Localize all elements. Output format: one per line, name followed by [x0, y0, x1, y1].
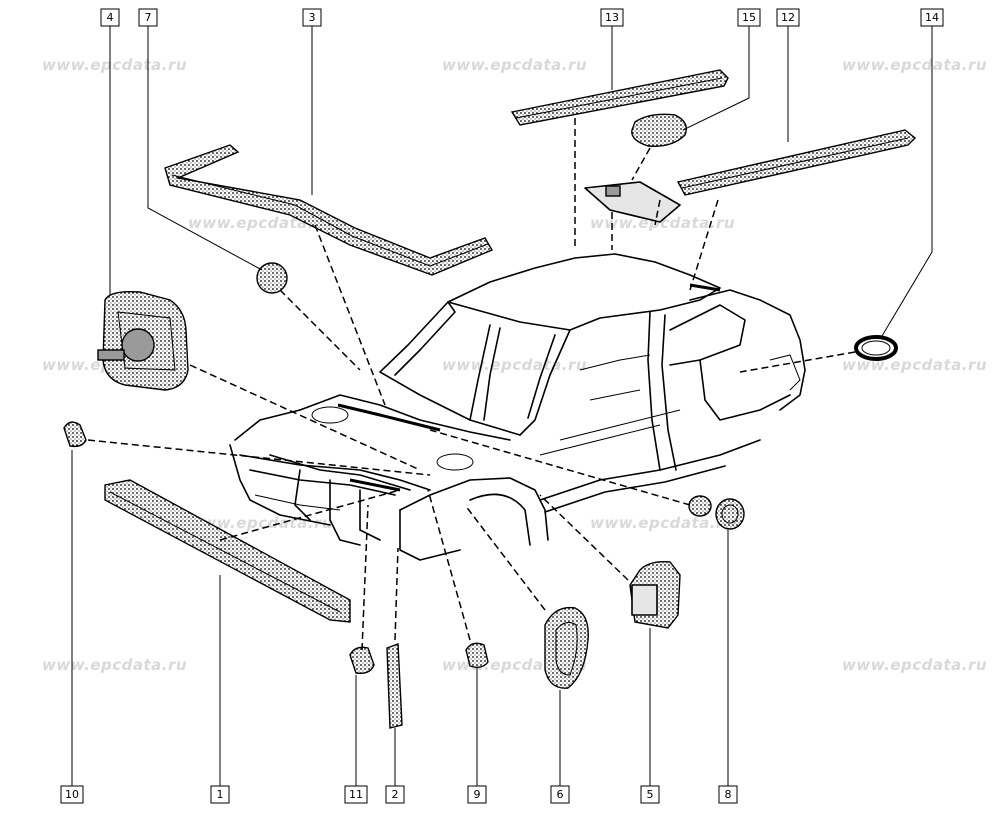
callout-11[interactable]: 11	[344, 785, 368, 804]
callout-3[interactable]: 3	[302, 8, 322, 27]
part-9-clip	[465, 642, 489, 669]
callout-label: 10	[65, 788, 79, 801]
part-8-grommets	[688, 495, 745, 530]
part-3-rail	[164, 144, 494, 276]
callout-2[interactable]: 2	[385, 785, 405, 804]
part-14-ring	[854, 335, 898, 361]
watermark: www.epcdata.ru	[590, 514, 735, 532]
part-13-roof-rail	[510, 69, 729, 126]
callout-15[interactable]: 15	[737, 8, 761, 27]
callout-8[interactable]: 8	[718, 785, 738, 804]
callout-6[interactable]: 6	[550, 785, 570, 804]
callout-label: 6	[557, 788, 564, 801]
callout-label: 1	[217, 788, 224, 801]
callout-label: 13	[605, 11, 619, 24]
watermark: www.epcdata.ru	[590, 214, 735, 232]
callout-label: 3	[309, 11, 316, 24]
watermarks: www.epcdata.ru www.epcdata.ru www.epcdat…	[42, 56, 987, 674]
watermark: www.epcdata.ru	[42, 656, 187, 674]
callout-12[interactable]: 12	[776, 8, 800, 27]
part-15-pad	[631, 113, 687, 147]
callout-4[interactable]: 4	[100, 8, 120, 27]
callout-label: 15	[742, 11, 756, 24]
watermark: www.epcdata.ru	[842, 656, 987, 674]
part-12-roof-rail	[676, 129, 917, 196]
callout-label: 5	[647, 788, 654, 801]
callout-14[interactable]: 14	[920, 8, 944, 27]
part-4-panel	[97, 290, 189, 391]
part-10-clip	[63, 421, 87, 448]
assembly-lines	[87, 118, 856, 651]
callout-9[interactable]: 9	[467, 785, 487, 804]
roof-bracket	[584, 181, 681, 223]
callout-10[interactable]: 10	[60, 785, 84, 804]
part-5-cover	[629, 560, 681, 629]
callout-5[interactable]: 5	[640, 785, 660, 804]
part-2-strip	[386, 643, 403, 729]
car-body-shell	[229, 253, 806, 561]
part-7-plug	[256, 262, 288, 294]
callout-label: 14	[925, 11, 939, 24]
callout-label: 11	[349, 788, 363, 801]
callout-1[interactable]: 1	[210, 785, 230, 804]
callout-label: 7	[145, 11, 152, 24]
part-1-bar	[104, 479, 351, 623]
watermark: www.epcdata.ru	[442, 356, 587, 374]
watermark: www.epcdata.ru	[842, 56, 987, 74]
callout-label: 2	[392, 788, 399, 801]
callout-label: 9	[474, 788, 481, 801]
watermark: www.epcdata.ru	[42, 56, 187, 74]
callout-leaders	[71, 26, 933, 786]
callout-label: 8	[725, 788, 732, 801]
callout-label: 4	[107, 11, 114, 24]
callout-7[interactable]: 7	[138, 8, 158, 27]
part-11-clip	[349, 646, 375, 675]
watermark: www.epcdata.ru	[442, 56, 587, 74]
callout-13[interactable]: 13	[600, 8, 624, 27]
part-6-grommet	[544, 606, 589, 689]
callout-label: 12	[781, 11, 795, 24]
